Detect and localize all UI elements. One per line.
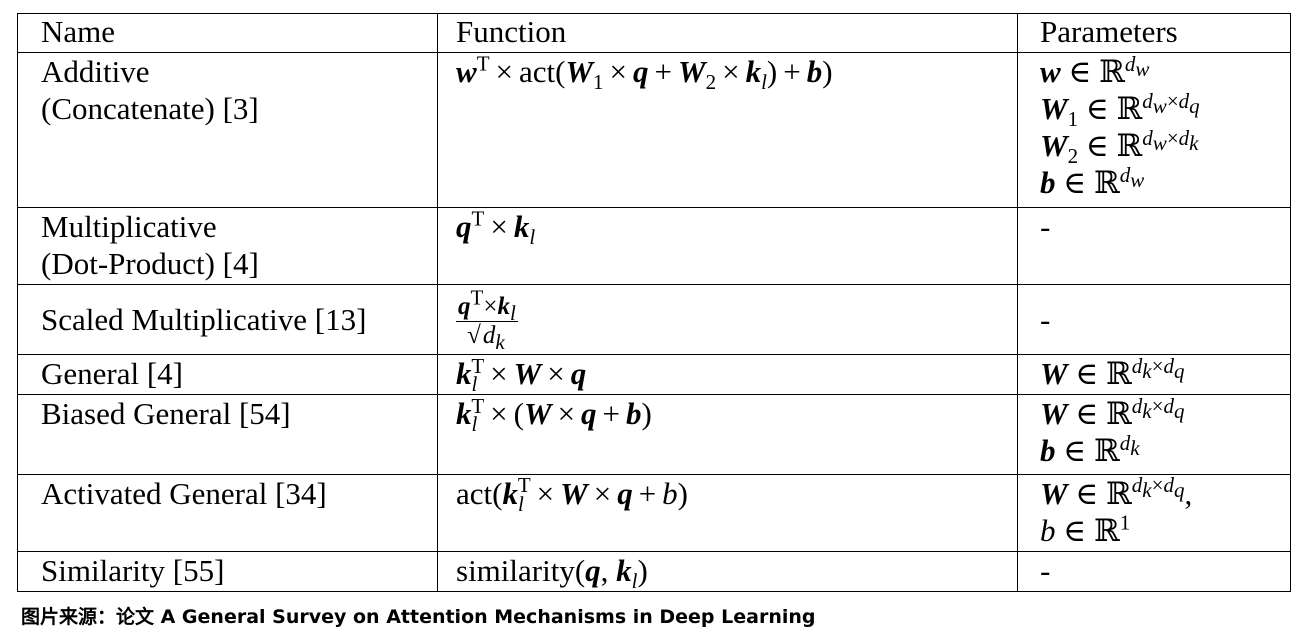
row-function-cell: wT×act(W1×q+W2×kl)+b) bbox=[437, 51, 1018, 208]
parameter-line: W1 ∈ ℝdw×dq bbox=[1040, 88, 1200, 132]
row-name-line: (Dot-Product) [4] bbox=[41, 245, 259, 281]
function-formula: qT×kl bbox=[456, 206, 536, 249]
row-function-cell: qT×kl bbox=[437, 206, 1018, 285]
row-name-line: (Concatenate) [3] bbox=[41, 91, 259, 127]
function-formula: klT×W×q bbox=[456, 353, 587, 397]
row-parameters-cell: - bbox=[1017, 283, 1291, 356]
attention-functions-table: Name Function Parameters Additive (Conca… bbox=[17, 12, 1291, 593]
parameter-line: W ∈ ℝdk×dq, bbox=[1040, 473, 1193, 511]
parameter-line: W ∈ ℝdk×dq bbox=[1040, 353, 1185, 392]
parameter-line: W2 ∈ ℝdw×dk bbox=[1040, 125, 1199, 169]
row-function-cell: act(klT×W×q+b) bbox=[437, 473, 1018, 552]
row-parameters-cell: W ∈ ℝdk×dq bbox=[1017, 353, 1291, 396]
row-parameters-cell: w ∈ ℝdw W1 ∈ ℝdw×dq W2 ∈ ℝdw×dk b ∈ ℝdw bbox=[1017, 51, 1291, 208]
act-text: act bbox=[519, 54, 556, 90]
table-row: Similarity [55] similarity(q, kl) - bbox=[17, 550, 1291, 593]
row-name-cell: General [4] bbox=[17, 354, 438, 396]
parameter-line: b ∈ ℝdw bbox=[1040, 162, 1145, 201]
header-function: Function bbox=[437, 12, 1018, 54]
function-formula: qT×kl √dk bbox=[456, 285, 518, 355]
row-name-cell: Scaled Multiplicative [13] bbox=[17, 283, 438, 356]
row-function-cell: similarity(q, kl) bbox=[437, 550, 1018, 593]
row-name-cell: Activated General [34] bbox=[17, 473, 438, 552]
function-formula: act(klT×W×q+b) bbox=[456, 473, 688, 516]
row-parameters-cell: - bbox=[1017, 550, 1291, 593]
function-formula: similarity(q, kl) bbox=[456, 552, 648, 593]
header-parameters: Parameters bbox=[1017, 12, 1291, 54]
row-parameters-cell: - bbox=[1017, 206, 1291, 285]
row-name-line: Scaled Multiplicative [13] bbox=[41, 302, 367, 338]
table-row: Multiplicative (Dot-Product) [4] qT×kl - bbox=[17, 206, 1291, 285]
act-text: act bbox=[456, 475, 493, 511]
parameter-dash: - bbox=[1040, 208, 1051, 244]
table-row: Biased General [54] klT×(W×q+b) W ∈ ℝdk×… bbox=[17, 393, 1291, 475]
similarity-text: similarity bbox=[456, 552, 575, 588]
figure-caption: 图片来源：论文 A General Survey on Attention Me… bbox=[21, 606, 816, 628]
parameter-line: W ∈ ℝdk×dq bbox=[1040, 393, 1185, 432]
row-name-line: Biased General [54] bbox=[41, 396, 291, 432]
row-function-cell: qT×kl √dk bbox=[437, 283, 1018, 356]
row-name-cell: Multiplicative (Dot-Product) [4] bbox=[17, 206, 438, 285]
row-function-cell: klT×W×q bbox=[437, 353, 1018, 397]
parameter-dash: - bbox=[1040, 552, 1051, 588]
parameter-dash: - bbox=[1040, 302, 1051, 338]
row-function-cell: klT×(W×q+b) bbox=[437, 393, 1018, 475]
parameter-line: b ∈ ℝdk bbox=[1040, 430, 1140, 469]
header-name: Name bbox=[17, 12, 438, 54]
parameter-line: b ∈ ℝ1 bbox=[1040, 510, 1131, 548]
row-name-cell: Biased General [54] bbox=[17, 394, 438, 475]
table-row: Additive (Concatenate) [3] wT×act(W1×q+W… bbox=[17, 51, 1291, 208]
table-row: General [4] klT×W×q W ∈ ℝdk×dq bbox=[17, 353, 1291, 397]
table-header-row: Name Function Parameters bbox=[17, 12, 1291, 54]
table-row: Activated General [34] act(klT×W×q+b) W … bbox=[17, 473, 1291, 552]
row-name-cell: Similarity [55] bbox=[17, 550, 438, 593]
row-parameters-cell: W ∈ ℝdk×dq, b ∈ ℝ1 bbox=[1017, 473, 1291, 552]
function-formula: wT×act(W1×q+W2×kl)+b) bbox=[456, 51, 833, 95]
row-parameters-cell: W ∈ ℝdk×dq b ∈ ℝdk bbox=[1017, 393, 1291, 475]
function-formula: klT×(W×q+b) bbox=[456, 393, 652, 437]
row-name-line: General [4] bbox=[41, 356, 183, 392]
row-name-line: Multiplicative bbox=[41, 208, 217, 244]
table-row: Scaled Multiplicative [13] qT×kl √dk - bbox=[17, 283, 1291, 356]
parameter-line: w ∈ ℝdw bbox=[1040, 51, 1150, 90]
row-name-line: Additive bbox=[41, 54, 150, 90]
row-name-line: Similarity [55] bbox=[41, 552, 225, 588]
row-name-line: Activated General [34] bbox=[41, 475, 327, 511]
row-name-cell: Additive (Concatenate) [3] bbox=[17, 52, 438, 208]
